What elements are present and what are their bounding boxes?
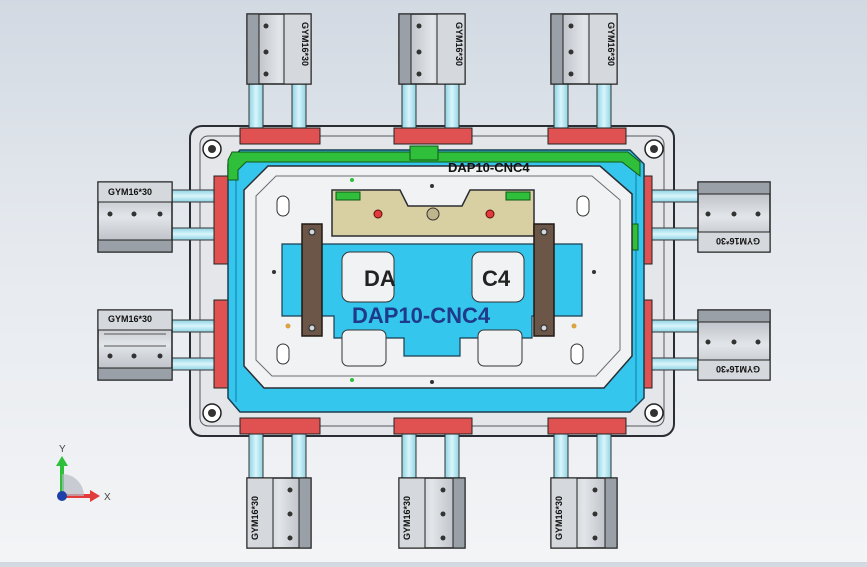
- part-label-center: DAP10-CNC4: [352, 303, 491, 328]
- clamp-left[interactable]: [301, 223, 323, 337]
- cylinder-bottom-2[interactable]: GYM16*30: [398, 429, 466, 549]
- ghost-label-right: C4: [482, 266, 511, 291]
- cylinder-bottom-2-label: GYM16*30: [402, 496, 412, 540]
- axis-y-label: Y: [59, 444, 66, 455]
- cylinder-right-2-label: GYM16*30: [716, 364, 760, 374]
- axis-x-label: X: [104, 492, 111, 503]
- cylinder-bottom-3-label: GYM16*30: [554, 496, 564, 540]
- cylinder-left-1[interactable]: GYM16*30: [97, 181, 221, 253]
- corner-hole-br: [644, 403, 664, 423]
- part-label-top: DAP10-CNC4: [448, 160, 530, 175]
- cylinder-bottom-1-label: GYM16*30: [250, 496, 260, 540]
- locating-features: [272, 178, 596, 384]
- cylinder-right-1-label: GYM16*30: [716, 236, 760, 246]
- bottom-rail-pads: [239, 417, 627, 435]
- cylinder-top-3[interactable]: GYM16*30: [550, 13, 618, 133]
- top-rail-pads: [239, 127, 627, 145]
- cylinder-top-2[interactable]: GYM16*30: [398, 13, 466, 133]
- clamp-right[interactable]: [533, 223, 555, 337]
- cylinder-left-2-label: GYM16*30: [108, 314, 152, 324]
- cylinder-left-2[interactable]: GYM16*30: [97, 309, 221, 381]
- cylinder-top-1[interactable]: GYM16*30: [246, 13, 312, 133]
- axis-triad: Y X: [56, 444, 111, 503]
- cylinder-top-3-label: GYM16*30: [606, 22, 616, 66]
- center-part-body[interactable]: [281, 243, 583, 367]
- corner-hole-bl: [202, 403, 222, 423]
- cylinder-top-2-label: GYM16*30: [454, 22, 464, 66]
- khaki-clamp-block[interactable]: [331, 189, 535, 237]
- ghost-label-left: DA: [364, 266, 396, 291]
- cylinder-bottom-1[interactable]: GYM16*30: [246, 429, 312, 549]
- corner-hole-tl: [202, 139, 222, 159]
- cylinder-top-1-label: GYM16*30: [300, 22, 310, 66]
- cylinder-bottom-3[interactable]: GYM16*30: [550, 429, 618, 549]
- cylinder-left-1-label: GYM16*30: [108, 187, 152, 197]
- corner-hole-tr: [644, 139, 664, 159]
- cylinder-right-1[interactable]: GYM16*30: [647, 181, 771, 253]
- cylinder-right-2[interactable]: GYM16*30: [647, 309, 771, 381]
